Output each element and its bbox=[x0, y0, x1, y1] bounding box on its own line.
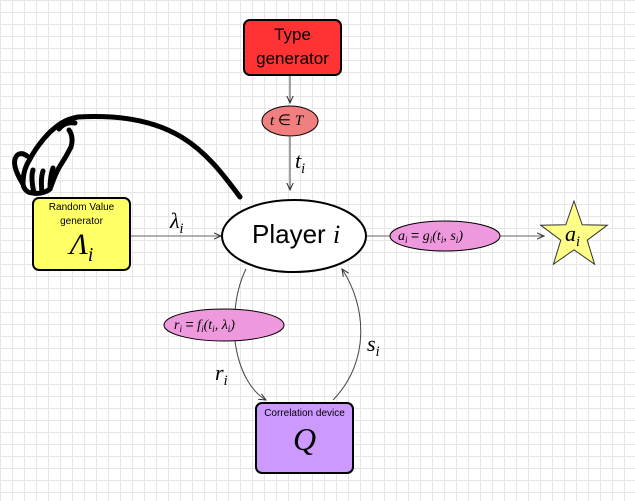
action-rule-arg2-sub: i bbox=[455, 235, 459, 246]
correlation-device-title: Correlation device bbox=[264, 408, 345, 419]
type-generator-label: Type generator bbox=[256, 25, 329, 68]
type-set-node bbox=[261, 105, 319, 137]
random-value-generator-box: Random Value generator Λi bbox=[32, 197, 131, 271]
lambda-capital-glyph: Λ bbox=[69, 228, 88, 261]
hand-drawn-fingers-scribble bbox=[12, 120, 78, 196]
edge-label-t-var: t bbox=[295, 148, 302, 173]
edge-correlation-device-to-player bbox=[332, 269, 362, 401]
outcome-label: ai bbox=[565, 221, 580, 250]
report-rule-eq: = bbox=[185, 316, 194, 332]
outcome-star-node bbox=[539, 199, 609, 266]
type-set-lhs: t bbox=[270, 113, 275, 129]
edge-label-lambda: λi bbox=[170, 208, 184, 237]
random-value-generator-symbol: Λi bbox=[34, 229, 129, 272]
edge-report-rule-to-correlation-device bbox=[234, 340, 266, 400]
edge-label-t-sub: i bbox=[301, 161, 306, 177]
report-rule-fn: f bbox=[197, 318, 202, 333]
edge-label-r-var: r bbox=[215, 360, 224, 385]
report-rule-node bbox=[163, 308, 285, 342]
edge-label-t: ti bbox=[295, 148, 306, 177]
action-rule-lhs-sub: i bbox=[405, 235, 408, 246]
report-rule-lhs-sub: i bbox=[179, 324, 182, 335]
edge-label-s-var: s bbox=[367, 331, 376, 356]
lambda-capital-sub: i bbox=[87, 244, 94, 266]
report-rule-label: ri = fi(ti, λi) bbox=[174, 317, 235, 334]
report-rule-fn-sub: i bbox=[201, 324, 204, 335]
action-rule-close: ) bbox=[458, 229, 463, 244]
correlation-device-box: Correlation device Q bbox=[255, 402, 354, 474]
player-word: Player bbox=[252, 219, 326, 249]
report-rule-arg2-sub: i bbox=[227, 324, 231, 335]
action-rule-node bbox=[389, 220, 501, 252]
correlation-device-symbol: Q bbox=[292, 421, 317, 457]
type-set-op: ∈ bbox=[277, 112, 291, 129]
type-set-label: t ∈ T bbox=[270, 113, 303, 129]
action-rule-label: ai = gi(ti, si) bbox=[398, 228, 463, 245]
edge-label-r: ri bbox=[215, 360, 228, 389]
edge-label-lambda-var: λ bbox=[170, 208, 180, 233]
outcome-sub: i bbox=[576, 234, 580, 250]
report-rule-arg1: (t bbox=[203, 318, 213, 333]
action-rule-arg1: (t bbox=[432, 229, 441, 244]
player-index: i bbox=[332, 220, 341, 249]
report-rule-arg1-sub: i bbox=[212, 324, 215, 335]
edge-label-s-sub: i bbox=[375, 344, 380, 360]
edge-player-to-report-rule bbox=[234, 268, 247, 312]
report-rule-arg2: , λ bbox=[214, 318, 228, 333]
edge-label-lambda-sub: i bbox=[179, 221, 184, 237]
edge-label-s: si bbox=[367, 331, 380, 360]
hand-drawn-arm-scribble bbox=[20, 114, 243, 200]
player-label: Player i bbox=[252, 221, 340, 248]
outcome-var: a bbox=[565, 221, 576, 246]
report-rule-lhs: r bbox=[174, 318, 180, 333]
action-rule-fn: g bbox=[422, 229, 430, 244]
random-value-generator-title: Random Value generator bbox=[48, 202, 115, 227]
edge-label-r-sub: i bbox=[223, 373, 228, 389]
player-node bbox=[221, 199, 367, 273]
report-rule-close: ) bbox=[230, 318, 235, 333]
action-rule-lhs: a bbox=[398, 229, 405, 244]
type-generator-box: Type generator bbox=[243, 19, 342, 76]
action-rule-eq: = bbox=[411, 227, 420, 243]
action-rule-arg2: , s bbox=[443, 229, 456, 244]
type-set-rhs: T bbox=[294, 113, 304, 129]
action-rule-arg1-sub: i bbox=[440, 235, 444, 246]
action-rule-fn-sub: i bbox=[429, 235, 433, 246]
